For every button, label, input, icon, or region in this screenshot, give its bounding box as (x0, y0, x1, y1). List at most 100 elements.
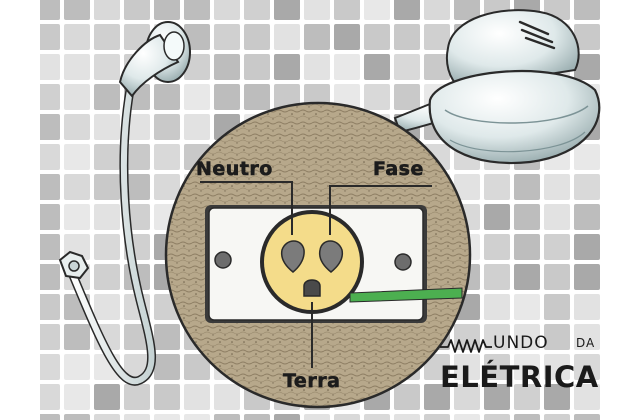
wall-tile (484, 264, 510, 290)
wall-tile (604, 414, 630, 420)
wall-tile (94, 264, 120, 290)
wall-tile (364, 414, 390, 420)
lightning-wave-icon (440, 339, 492, 353)
wall-tile (274, 24, 300, 50)
hand-shower-icon (58, 21, 191, 386)
wall-tile (574, 24, 600, 50)
wall-tile (40, 354, 60, 380)
wall-tile (154, 0, 180, 20)
wall-tile (94, 24, 120, 50)
wall-tile (334, 54, 360, 80)
wall-tile (424, 54, 450, 80)
electrical-outlet-icon (205, 205, 463, 323)
wall-tile (574, 264, 600, 290)
wall-tile (214, 384, 240, 410)
wall-tile (454, 354, 480, 380)
wall-tile (40, 174, 60, 200)
wall-tile (40, 324, 60, 350)
wall-tile (64, 144, 90, 170)
wall-tile (304, 414, 330, 420)
logo-word-undo: UNDO (493, 333, 549, 353)
wall-tile (604, 114, 630, 140)
wall-tile (364, 24, 390, 50)
wall-tile (424, 384, 450, 410)
wall-tile (184, 414, 210, 420)
wall-tile (574, 144, 600, 170)
wall-tile (64, 0, 90, 20)
wall-tile (574, 204, 600, 230)
wall-tile (40, 144, 60, 170)
wall-tile (574, 0, 600, 20)
wall-tile (64, 354, 90, 380)
wall-tile (424, 414, 450, 420)
wall-tile (544, 384, 570, 410)
wall-tile (484, 204, 510, 230)
wall-tile (484, 234, 510, 260)
wall-tile (124, 384, 150, 410)
wall-tile (184, 54, 210, 80)
wall-tile (604, 234, 630, 260)
wall-tile (574, 414, 600, 420)
wall-tile (124, 0, 150, 20)
wall-tile (124, 24, 150, 50)
wall-tile (94, 174, 120, 200)
wall-tile (94, 234, 120, 260)
wall-tile (574, 294, 600, 320)
wall-tile (244, 414, 270, 420)
wall-tile (394, 0, 420, 20)
wall-tile (454, 384, 480, 410)
wall-tile (94, 0, 120, 20)
wall-tile (394, 84, 420, 110)
wall-tile (484, 384, 510, 410)
wall-tile (604, 84, 630, 110)
wall-tile (514, 174, 540, 200)
wall-tile (154, 114, 180, 140)
brand-logo: UNDO DA ELÉTRICA (440, 330, 630, 400)
wall-tile (94, 384, 120, 410)
wall-tile (604, 294, 630, 320)
wall-tile (514, 294, 540, 320)
wall-tile (514, 264, 540, 290)
wall-tile (514, 414, 540, 420)
wall-tile (454, 174, 480, 200)
wall-tile (544, 324, 570, 350)
wall-tile (94, 84, 120, 110)
wall-tile (184, 24, 210, 50)
wall-tile (274, 0, 300, 20)
wall-tile (64, 324, 90, 350)
neutro-label: Neutro (196, 158, 273, 181)
wall-tile (214, 84, 240, 110)
wall-tile (40, 54, 60, 80)
wall-tile (154, 174, 180, 200)
wall-tile (574, 324, 600, 350)
wall-tile (154, 384, 180, 410)
wall-tile (40, 294, 60, 320)
wall-tile (64, 84, 90, 110)
wall-tile (544, 294, 570, 320)
wall-tile (214, 414, 240, 420)
wall-tile (334, 24, 360, 50)
wall-tile (574, 174, 600, 200)
wall-tile (40, 264, 60, 290)
wall-tile (244, 84, 270, 110)
label-leader-lines (200, 181, 432, 368)
wall-tile (64, 204, 90, 230)
wall-tile (334, 0, 360, 20)
wall-tile (94, 204, 120, 230)
wall-tile (154, 414, 180, 420)
wall-tile (274, 414, 300, 420)
wall-tile (514, 354, 540, 380)
wall-tile (64, 384, 90, 410)
wall-tile (94, 414, 120, 420)
wall-tile (364, 0, 390, 20)
wall-tile (514, 234, 540, 260)
wall-tile (454, 0, 480, 20)
wall-tile (124, 114, 150, 140)
wall-tile (64, 24, 90, 50)
wall-tile (544, 354, 570, 380)
wall-tile (304, 0, 330, 20)
wall-tile (184, 384, 210, 410)
wall-tile (154, 354, 180, 380)
wall-tile (40, 384, 60, 410)
wall-tile (574, 54, 600, 80)
